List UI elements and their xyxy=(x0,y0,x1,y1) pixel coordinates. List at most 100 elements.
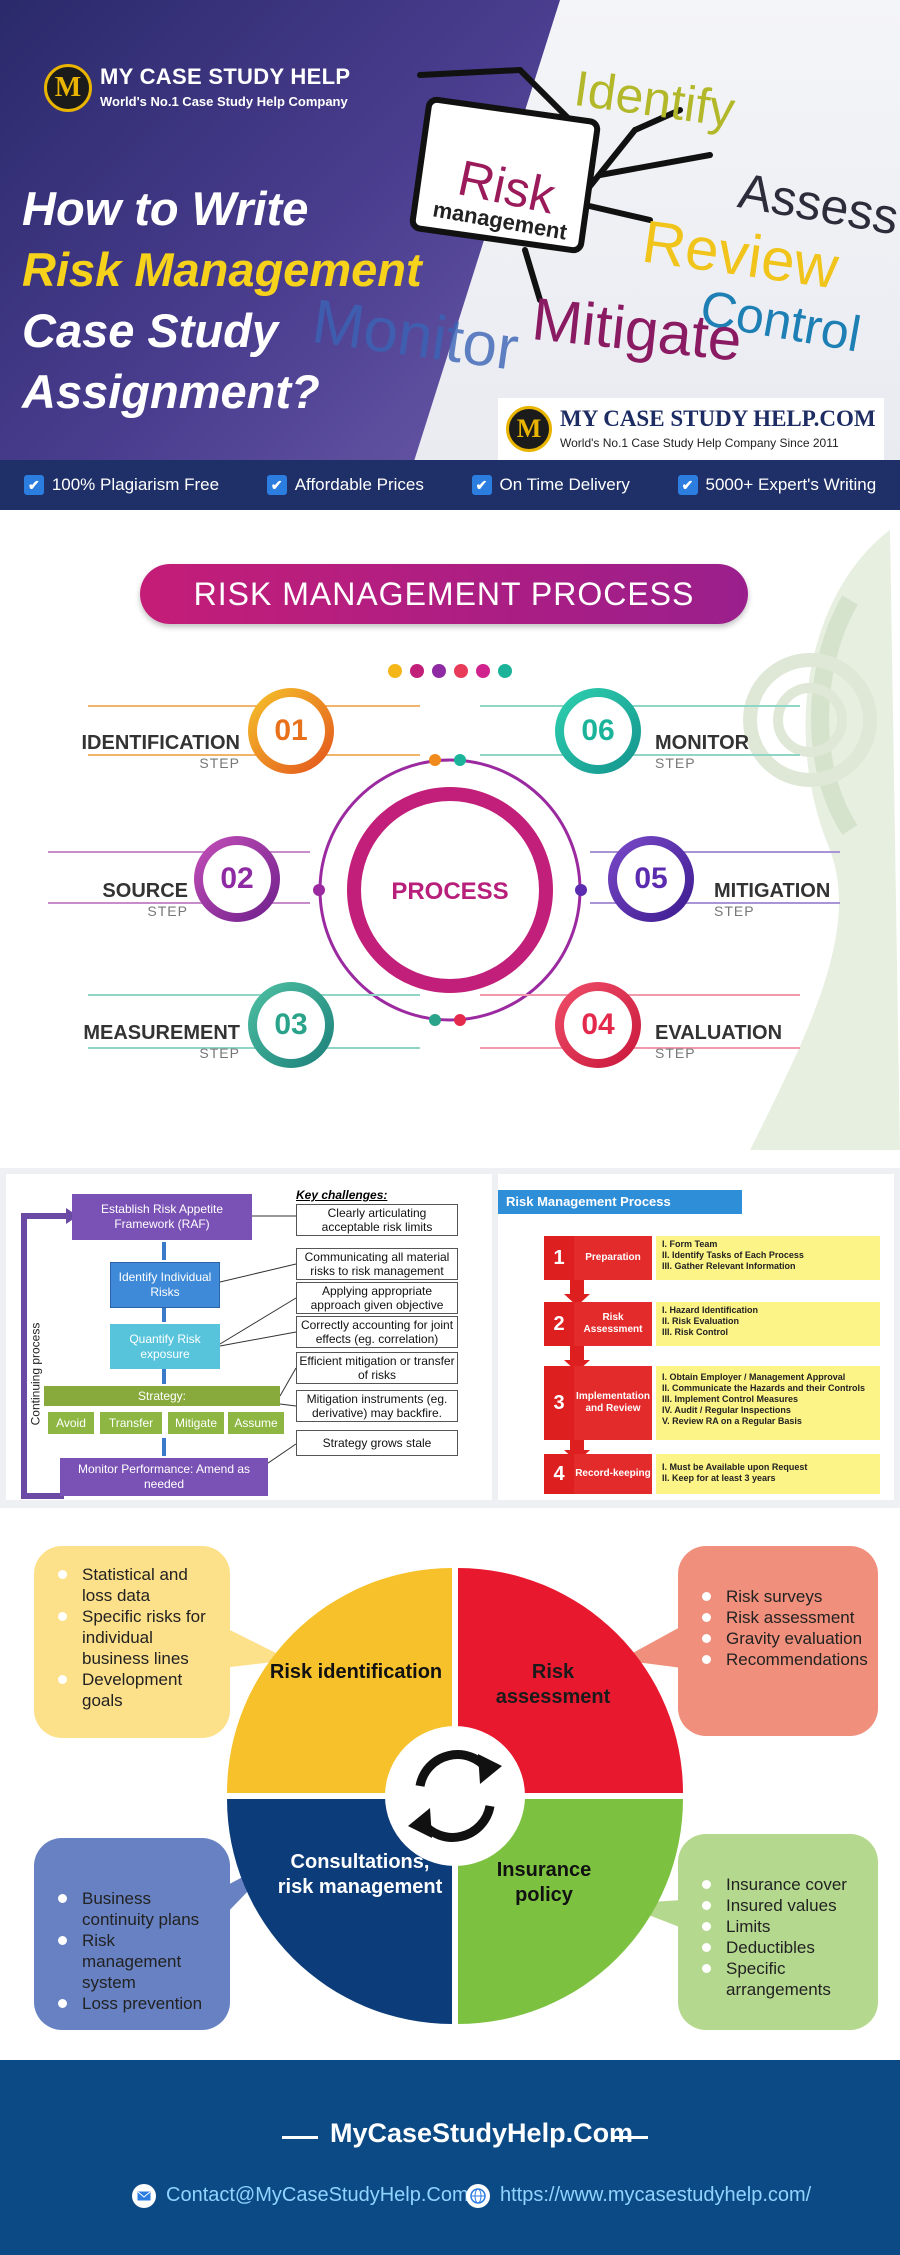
step-04-number: 04 xyxy=(564,991,632,1059)
rmp-row-name: Implementation and Review xyxy=(574,1366,652,1440)
key-challenges-title: Key challenges: xyxy=(296,1188,388,1202)
bubble-item: Statistical and loss data xyxy=(56,1564,216,1606)
strategy-transfer: Transfer xyxy=(100,1412,162,1434)
step-06-sub: STEP xyxy=(655,755,696,771)
footer-dash-left xyxy=(282,2136,318,2139)
bubble-item: Deductibles xyxy=(700,1937,864,1958)
rmp-row-1: 1 Preparation I. Form Team II. Identify … xyxy=(544,1236,880,1280)
bubble-item: Risk management system xyxy=(56,1930,216,1993)
dot-teal xyxy=(498,664,512,678)
bubble-item: Loss prevention xyxy=(56,1993,216,2014)
strategy-avoid: Avoid xyxy=(48,1412,94,1434)
hero-connector-lines xyxy=(417,67,713,303)
rmp-item: I. Obtain Employer / Management Approval xyxy=(662,1372,846,1382)
rmp-row-4: 4 Record-keeping I. Must be Available up… xyxy=(544,1454,880,1494)
step-06-text: MONITOR STEP xyxy=(655,732,855,771)
rmp-row-items: I. Obtain Employer / Management Approval… xyxy=(656,1366,880,1440)
quadrant-label-assessment: Risk assessment xyxy=(495,1661,611,1708)
challenge-4: Correctly accounting for joint effects (… xyxy=(296,1316,458,1348)
rmp-item: II. Risk Evaluation xyxy=(662,1316,740,1326)
footer-url-link[interactable]: https://www.mycasestudyhelp.com/ xyxy=(500,2184,812,2206)
rmp-row-name: Preparation xyxy=(574,1236,652,1280)
strategy-mitigate: Mitigate xyxy=(168,1412,224,1434)
step-06-label: MONITOR xyxy=(655,732,750,754)
check-icon: ✔ xyxy=(23,475,44,495)
step-04-text: EVALUATION STEP xyxy=(655,1022,855,1061)
feature-label: Affordable Prices xyxy=(294,475,424,494)
step-05-number: 05 xyxy=(617,845,685,913)
middle-section: Continuing process Establish Risk Appeti… xyxy=(0,1168,900,1508)
feature-delivery: ✔On Time Delivery xyxy=(471,475,630,495)
rmp-item: I. Must be Available upon Request xyxy=(662,1462,808,1472)
rmp-row-number: 1 xyxy=(544,1236,574,1280)
quadrant-identification xyxy=(227,1568,452,1793)
step-03-label: MEASUREMENT xyxy=(83,1022,240,1044)
leaf-decoration xyxy=(743,530,900,1150)
mail-icon xyxy=(132,2184,156,2208)
step-03-text: MEASUREMENT STEP xyxy=(40,1022,240,1061)
identify-risks-box: Identify Individual Risks xyxy=(110,1262,220,1308)
step-guides xyxy=(48,705,840,1049)
globe-icon xyxy=(466,2184,490,2208)
hero-title-line4: Assignment? xyxy=(22,365,320,418)
rmp-item: II. Communicate the Hazards and their Co… xyxy=(662,1383,866,1393)
bubble-item: Development goals xyxy=(56,1669,216,1711)
step-01-text: IDENTIFICATION STEP xyxy=(40,732,240,771)
footer-site[interactable]: MyCaseStudyHelp.Com xyxy=(330,2118,634,2148)
rmp-row-number: 3 xyxy=(544,1366,574,1440)
footer: MyCaseStudyHelp.Com Contact@MyCaseStudyH… xyxy=(0,2060,900,2255)
seal-logo: M xyxy=(506,406,552,452)
risk-card xyxy=(409,96,601,254)
quadrant-insurance xyxy=(458,1799,683,2024)
step-04-label: EVALUATION xyxy=(655,1022,783,1044)
cycle-section: Risk identification Risk assessment Cons… xyxy=(0,1508,900,2060)
hero-title: How to Write Risk Management Case Study … xyxy=(22,178,482,422)
step-05-label: MITIGATION xyxy=(714,880,831,902)
challenge-7: Strategy grows stale xyxy=(296,1430,458,1456)
brand-seal: M MY CASE STUDY HELP.COM World's No.1 Ca… xyxy=(498,398,884,460)
strategy-assume: Assume xyxy=(228,1412,284,1434)
dot-yellow xyxy=(388,664,402,678)
challenge-5: Efficient mitigation or transfer of risk… xyxy=(296,1352,458,1384)
step-04-ring: 04 xyxy=(555,982,641,1068)
step-03-ring: 03 xyxy=(248,982,334,1068)
rmp-item: I. Hazard Identification xyxy=(662,1305,759,1315)
bubble-item: Business continuity plans xyxy=(56,1888,216,1930)
process-banner: RISK MANAGEMENT PROCESS xyxy=(140,564,748,624)
step-01-label: IDENTIFICATION xyxy=(81,732,240,754)
dot-purple xyxy=(432,664,446,678)
feature-label: On Time Delivery xyxy=(499,475,630,494)
quantify-box: Quantify Risk exposure xyxy=(110,1324,220,1369)
bubble-item: Limits xyxy=(700,1916,864,1937)
bubble-item: Specific risks for individual business l… xyxy=(56,1606,216,1669)
process-center-label: PROCESS xyxy=(391,878,509,905)
process-rings xyxy=(313,754,587,1026)
quadrant-assessment xyxy=(458,1568,683,1793)
step-06-number: 06 xyxy=(564,697,632,765)
footer-email-link[interactable]: Contact@MyCaseStudyHelp.Com xyxy=(166,2184,469,2206)
bubble-item: Recommendations xyxy=(700,1649,868,1670)
dot-magenta xyxy=(410,664,424,678)
step-03-sub: STEP xyxy=(199,1045,240,1061)
rmp-row-name: Risk Assessment xyxy=(574,1302,652,1346)
step-05-ring: 05 xyxy=(608,836,694,922)
step-02-sub: STEP xyxy=(147,903,188,919)
rmp-item: I. Form Team xyxy=(662,1239,718,1249)
rmp-row-items: I. Must be Available upon Request II. Ke… xyxy=(656,1454,880,1494)
hero-word-cloud xyxy=(409,67,713,303)
brand-tagline: World's No.1 Case Study Help Company xyxy=(100,94,348,109)
step-05-text: MITIGATION STEP xyxy=(714,880,894,919)
bubble-consultations: Business continuity plans Risk managemen… xyxy=(34,1838,230,2030)
challenge-1: Clearly articulating acceptable risk lim… xyxy=(296,1204,458,1236)
footer-dash-right xyxy=(612,2136,648,2139)
feature-experts: ✔5000+ Expert's Writing xyxy=(677,475,876,495)
brand-logo[interactable]: M xyxy=(44,64,92,112)
quadrant-label-consultations: Consultations, risk management xyxy=(277,1851,443,1898)
dot-row xyxy=(388,664,512,678)
rmp-item: III. Gather Relevant Information xyxy=(662,1261,796,1271)
continuing-process-label: Continuing process xyxy=(28,1322,43,1426)
step-01-number: 01 xyxy=(257,697,325,765)
flow-panel: Continuing process Establish Risk Appeti… xyxy=(6,1174,492,1500)
hero-banner: Risk management Identify Assess Review C… xyxy=(0,0,900,460)
rmp-item: IV. Audit / Regular Inspections xyxy=(662,1405,791,1415)
